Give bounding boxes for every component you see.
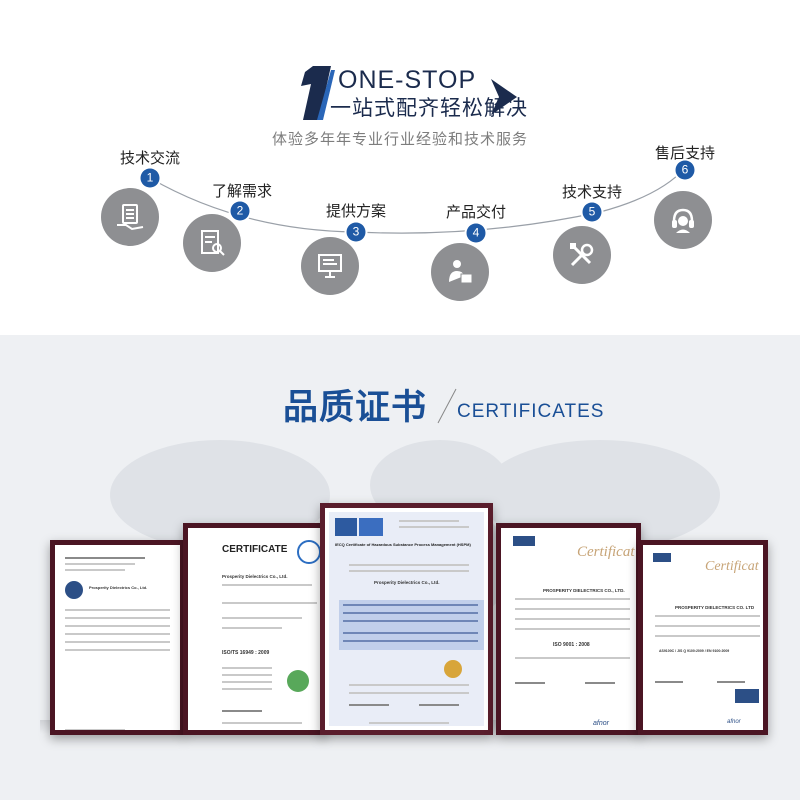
certificate-card-3: IECQ Certificate of Hazardous Substance … [320, 503, 493, 735]
afaq-logo-icon [653, 553, 671, 562]
tools-icon [553, 226, 611, 284]
cert-heading: IECQ Certificate of Hazardous Substance … [335, 542, 471, 547]
certificates-title-cn: 品质证书 [283, 388, 428, 428]
step-label-4: 产品交付 [445, 203, 507, 221]
cert-heading: Certificat [577, 544, 635, 560]
afaq-logo-icon [513, 536, 535, 546]
cert-standard: ISO 9001 : 2008 [553, 642, 590, 648]
presentation-board-icon [301, 237, 359, 295]
step-label-6: 售后支持 [654, 144, 716, 162]
title-divider-slash [437, 388, 457, 424]
step-label-5: 技术支持 [561, 183, 623, 201]
cert-company: PROSPERITY DIELECTRICS CO. LTD [675, 605, 755, 610]
step-number-4: 4 [466, 223, 486, 243]
step-number-1: 1 [140, 168, 160, 188]
cert-standard: AS9100C / JIS Q 9100:2009 / EN 9100:2009 [659, 649, 730, 653]
certificate-card-2: CERTIFICATE Prosperity Dielectrics Co., … [183, 523, 325, 735]
cert-watermark [339, 600, 484, 650]
step-number-3: 3 [346, 222, 366, 242]
cert-heading: Certificat [705, 559, 759, 574]
iecq-logo-icon [359, 518, 383, 536]
number-one-logo-icon [301, 66, 335, 120]
cert-company: Prosperity Dielectrics Co., Ltd. [374, 580, 440, 585]
computer-hand-icon [101, 188, 159, 246]
certificate-card-1: Prosperity Dielectrics Co., Ltd. [50, 540, 185, 735]
one-stop-title-en: ONE-STOP [338, 66, 477, 94]
step-label-2: 了解需求 [211, 182, 273, 200]
certificate-card-5: Certificat PROSPERITY DIELECTRICS CO. LT… [638, 540, 768, 735]
headset-support-icon [654, 191, 712, 249]
cert-heading: CERTIFICATE [222, 544, 288, 555]
iaqg-logo-icon [735, 689, 759, 703]
afaq-footer-logo: afnor [727, 719, 741, 725]
certificates-title-en: CERTIFICATES [457, 401, 605, 422]
one-stop-subtitle: 体验多年年专业行业经验和技术服务 [271, 130, 528, 148]
chevron-right-icon [491, 79, 517, 115]
step-label-1: 技术交流 [119, 149, 181, 167]
cert-company: Prosperity Dielectrics Co., Ltd. [89, 585, 148, 590]
cert-seal-icon [444, 660, 462, 678]
iec-logo-icon [335, 518, 357, 536]
step-label-3: 提供方案 [325, 202, 387, 220]
cert-company: Prosperity Dielectrics Co., Ltd. [222, 574, 288, 579]
certificates-section: 品质证书 CERTIFICATES Prosperity Dielectrics… [0, 335, 800, 800]
cert-standard: ISO/TS 16949 : 2009 [222, 650, 270, 656]
delivery-person-icon [431, 243, 489, 301]
cert-seal-icon [297, 540, 320, 564]
certificate-card-4: Certificat PROSPERITY DIELECTRICS CO., L… [496, 523, 641, 735]
cert-seal-icon [65, 581, 83, 599]
cert-logo-icon [287, 670, 309, 692]
step-number-2: 2 [230, 201, 250, 221]
step-number-6: 6 [675, 160, 695, 180]
one-stop-section: ONE-STOP 一站式配齐轻松解决 体验多年年专业行业经验和技术服务 技术交流… [0, 0, 800, 335]
afaq-footer-logo: afnor [593, 720, 609, 727]
document-search-icon [183, 214, 241, 272]
cert-company: PROSPERITY DIELECTRICS CO., LTD. [543, 588, 625, 593]
step-number-5: 5 [582, 202, 602, 222]
